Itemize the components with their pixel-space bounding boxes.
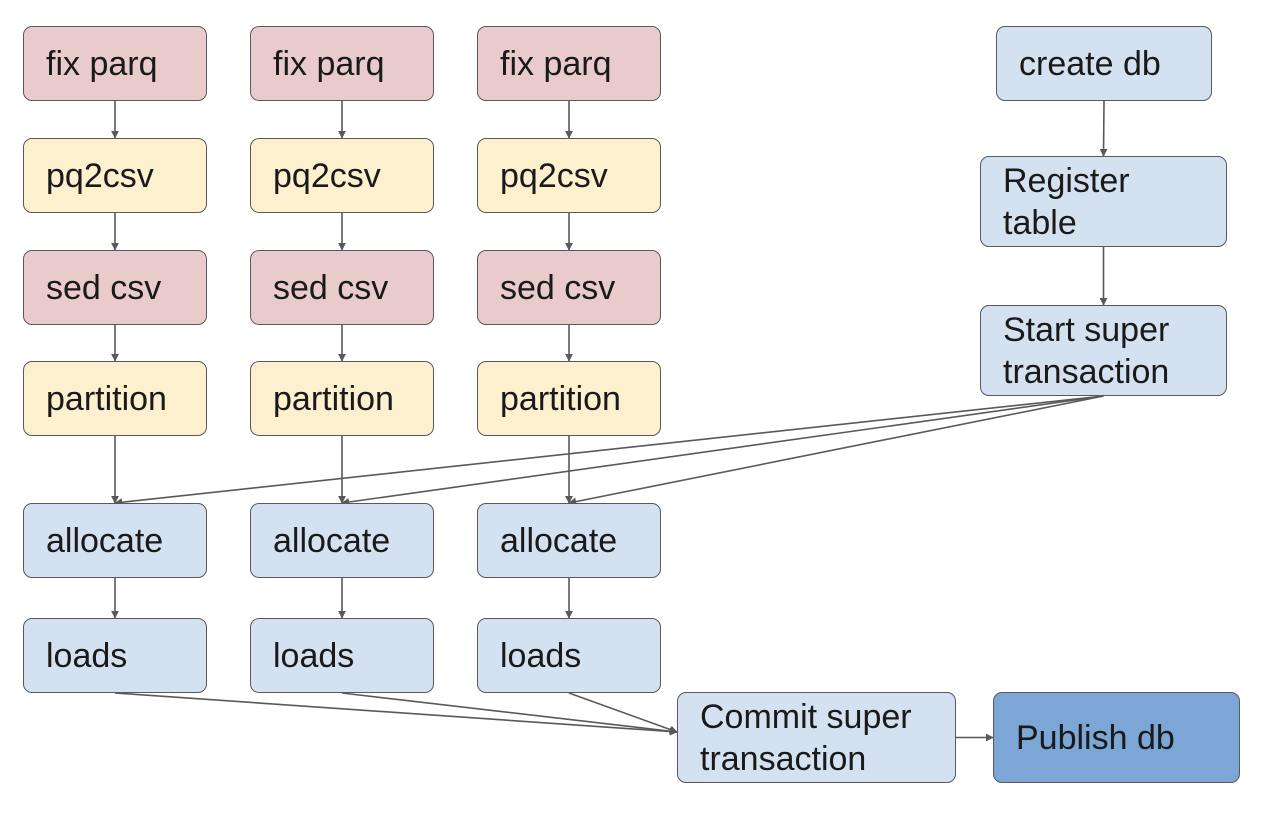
node-allocate-1: allocate (23, 503, 207, 578)
node-label: partition (46, 379, 167, 418)
node-fix-parq-1: fix parq (23, 26, 207, 101)
node-label: sed csv (46, 268, 162, 307)
node-create-db: create db (996, 26, 1212, 101)
node-pq2csv-3: pq2csv (477, 138, 661, 213)
node-partition-1: partition (23, 361, 207, 436)
node-label: pq2csv (500, 156, 608, 195)
node-pq2csv-1: pq2csv (23, 138, 207, 213)
edge-c2_loads-to-commit_tx (341, 692, 678, 736)
node-label: sed csv (500, 268, 616, 307)
edge-start_tx-to-c3_alloc (568, 395, 1104, 506)
node-label: loads (500, 636, 582, 675)
node-label: allocate (500, 521, 618, 560)
node-label: loads (273, 636, 355, 675)
node-partition-2: partition (250, 361, 434, 436)
node-label: partition (273, 379, 394, 418)
node-label: allocate (273, 521, 391, 560)
node-pq2csv-2: pq2csv (250, 138, 434, 213)
node-sed-csv-1: sed csv (23, 250, 207, 325)
node-loads-1: loads (23, 618, 207, 693)
node-label: Publish db (1016, 718, 1175, 757)
edge-start_tx-to-c1_alloc (114, 395, 1104, 507)
node-fix-parq-3: fix parq (477, 26, 661, 101)
node-label: Register table (1003, 161, 1130, 242)
node-label: pq2csv (273, 156, 381, 195)
edge-c1_loads-to-commit_tx (114, 692, 678, 736)
node-partition-3: partition (477, 361, 661, 436)
node-label: sed csv (273, 268, 389, 307)
node-register-table: Register table (980, 156, 1227, 247)
node-label: Start super transaction (1003, 310, 1170, 391)
node-label: loads (46, 636, 128, 675)
node-loads-3: loads (477, 618, 661, 693)
node-sed-csv-2: sed csv (250, 250, 434, 325)
node-label: fix parq (273, 44, 385, 83)
edge-c3_loads-to-commit_tx (568, 692, 678, 734)
node-label: fix parq (500, 44, 612, 83)
node-label: allocate (46, 521, 164, 560)
node-label: create db (1019, 44, 1161, 83)
node-sed-csv-3: sed csv (477, 250, 661, 325)
node-commit-super-transaction: Commit super transaction (677, 692, 956, 783)
node-allocate-3: allocate (477, 503, 661, 578)
edge-start_tx-to-c2_alloc (341, 395, 1104, 506)
node-start-super-transaction: Start super transaction (980, 305, 1227, 396)
node-label: partition (500, 379, 621, 418)
edge-create_db-to-register (1099, 100, 1108, 157)
node-fix-parq-2: fix parq (250, 26, 434, 101)
node-label: pq2csv (46, 156, 154, 195)
node-label: Commit super transaction (700, 697, 912, 778)
node-allocate-2: allocate (250, 503, 434, 578)
node-publish-db: Publish db (993, 692, 1240, 783)
node-label: fix parq (46, 44, 158, 83)
node-loads-2: loads (250, 618, 434, 693)
